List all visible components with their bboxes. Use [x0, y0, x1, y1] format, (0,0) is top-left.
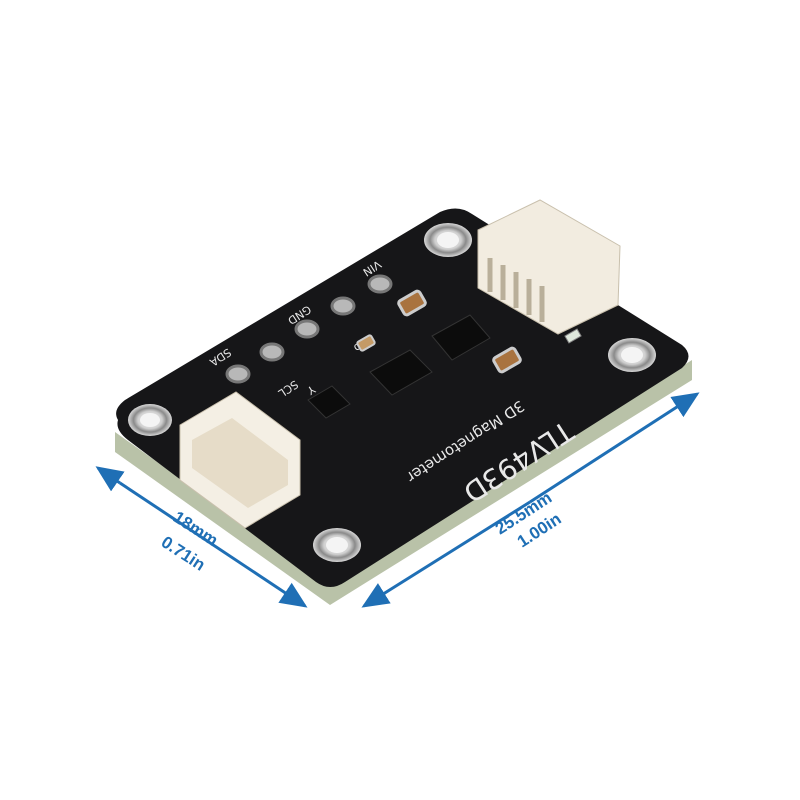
pin-pad-sda — [225, 364, 251, 384]
jst-connector-right — [477, 199, 621, 335]
pin-pad-3vo — [330, 296, 356, 316]
mounting-hole — [128, 404, 172, 436]
mounting-hole — [424, 223, 472, 257]
width-dimension-arrow — [119, 481, 308, 608]
mounting-hole — [608, 338, 656, 372]
pcb-edge — [115, 360, 692, 605]
mounting-hole — [313, 528, 361, 562]
ic-chip — [369, 349, 433, 396]
jst-connector-left — [179, 391, 301, 529]
pin-pad-scl — [259, 342, 285, 362]
led — [564, 328, 582, 344]
width-dimension-arrow — [95, 466, 125, 492]
ic-chip — [431, 314, 491, 361]
capacitor — [356, 334, 376, 352]
pin-pad-vin — [367, 274, 393, 294]
capacitor — [492, 346, 522, 374]
length-dimension-arrow — [361, 500, 531, 608]
capacitor — [397, 289, 427, 317]
pin-pad-gnd — [294, 319, 320, 339]
sensor-chip — [307, 385, 351, 419]
length-dimension-arrow — [529, 392, 700, 504]
